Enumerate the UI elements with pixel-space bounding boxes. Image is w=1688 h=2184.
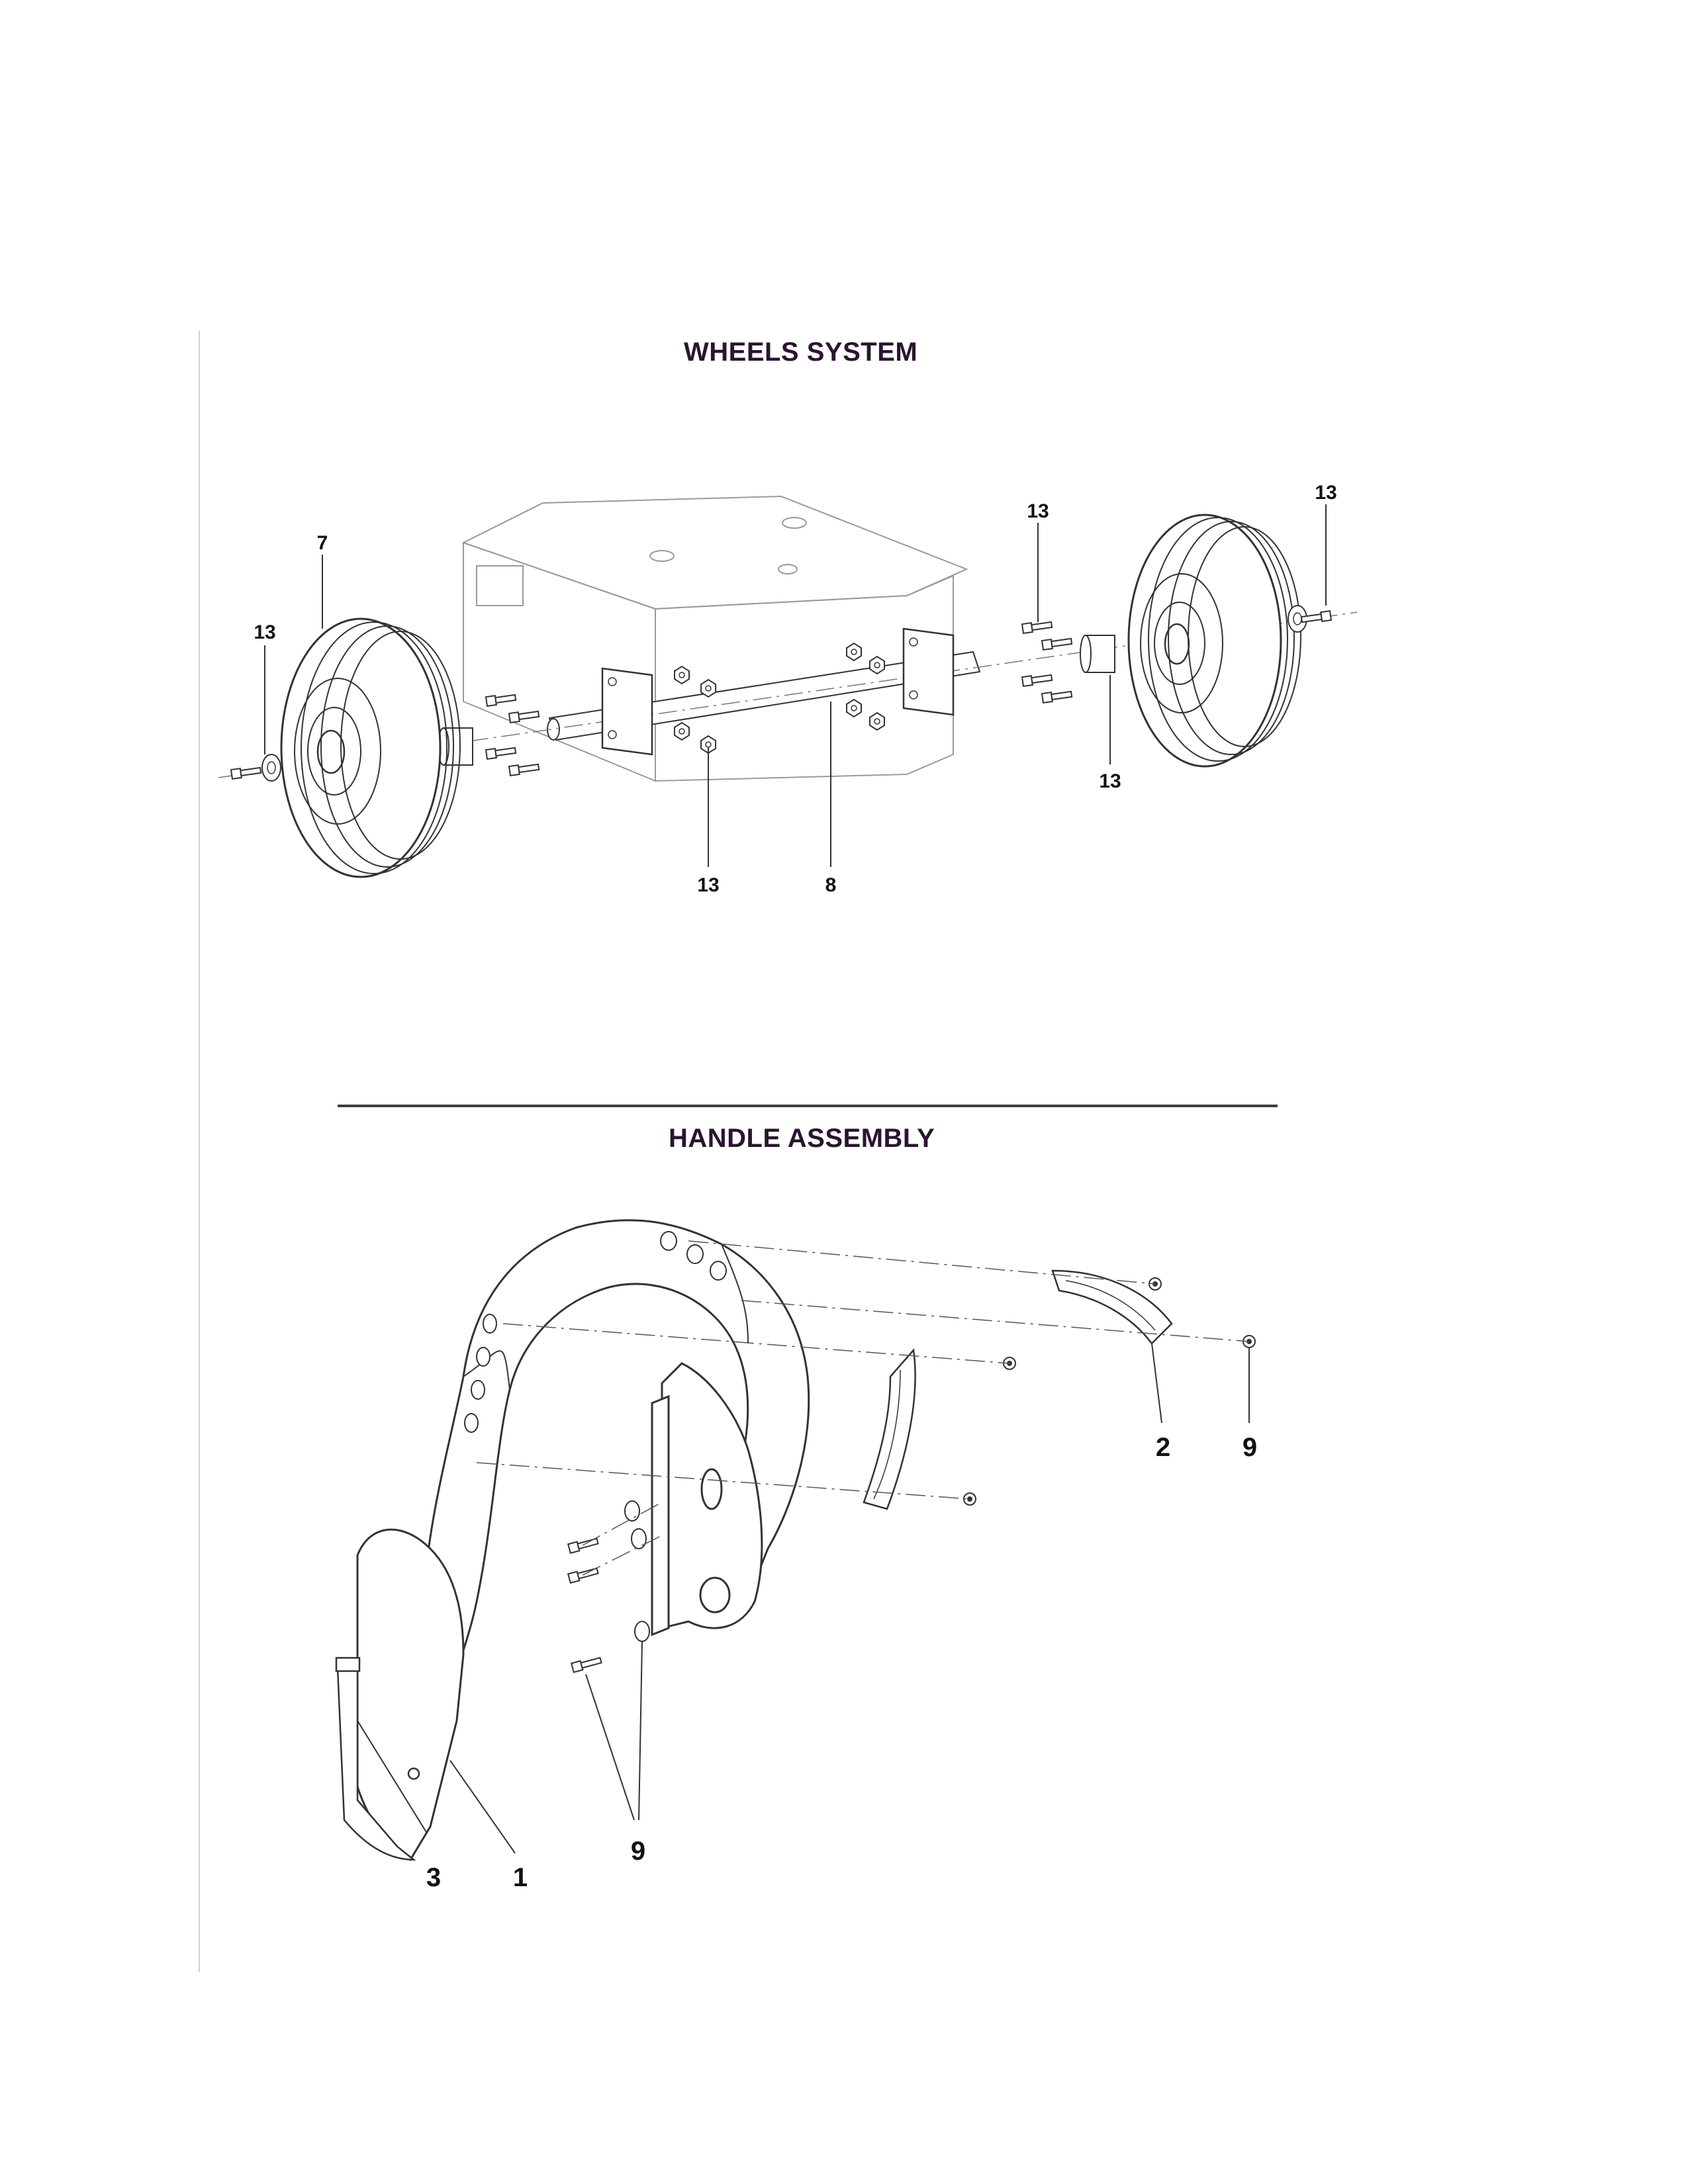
grip-switch xyxy=(335,1657,420,1861)
left-hub-cap xyxy=(230,754,281,782)
right-spacer xyxy=(1080,635,1115,673)
handle-assembly-drawing: 2 9 9 3 1 xyxy=(335,1219,1257,1892)
callout-top-right-cap: 13 xyxy=(1315,482,1336,504)
handle-bolts xyxy=(567,1535,603,1673)
handle-grip xyxy=(356,1528,465,1862)
callout-bottom-nut: 13 xyxy=(697,874,719,896)
left-spacer xyxy=(438,727,473,766)
handle-assembly-title: HANDLE ASSEMBLY xyxy=(669,1124,935,1153)
wheels-leader-lines xyxy=(264,504,1327,867)
callout-grip-switch: 3 xyxy=(426,1863,441,1892)
left-axle-bracket xyxy=(601,667,653,756)
handle-washers xyxy=(624,1500,650,1642)
chassis-frame xyxy=(461,495,968,782)
callout-top-bolts: 13 xyxy=(1027,500,1049,522)
page-margin-rule xyxy=(199,331,200,1972)
right-hub-cap xyxy=(1288,605,1332,633)
callout-screw: 9 xyxy=(1243,1433,1257,1462)
right-axle-bracket xyxy=(902,627,955,716)
section-divider xyxy=(338,1105,1278,1107)
callout-handle-frame: 1 xyxy=(513,1863,528,1892)
right-wheel xyxy=(1127,514,1301,768)
callout-bolts: 9 xyxy=(631,1837,645,1866)
callout-right-spacer: 13 xyxy=(1099,770,1121,792)
cover-screws xyxy=(963,1277,1256,1506)
callout-top-cover: 2 xyxy=(1156,1433,1170,1462)
top-cover xyxy=(1051,1269,1173,1345)
wheels-system-drawing: 7 13 13 13 13 13 8 xyxy=(218,482,1358,896)
callout-axle: 8 xyxy=(825,874,837,896)
handle-leader-lines xyxy=(357,1343,1250,1854)
callout-left-cap: 13 xyxy=(254,621,275,643)
wheels-system-title: WHEELS SYSTEM xyxy=(684,338,918,367)
handle-mount-holes xyxy=(464,1231,727,1433)
callout-left-wheel: 7 xyxy=(317,532,328,554)
mounting-plate xyxy=(651,1362,763,1637)
side-cover xyxy=(863,1348,916,1510)
handle-alignment-lines xyxy=(476,1240,1250,1576)
left-wheel xyxy=(280,617,461,878)
